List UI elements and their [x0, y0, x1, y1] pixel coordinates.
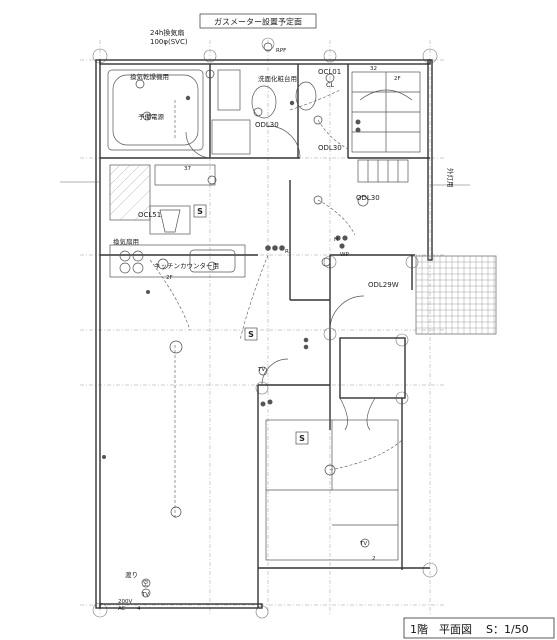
label-washbasin: 洗面化粧台用 [258, 74, 297, 83]
svg-text:S: S [197, 207, 203, 216]
label-tv-1: TV [141, 592, 149, 598]
doors [185, 125, 365, 386]
ceiling-lights [135, 42, 370, 598]
svg-text:S: S [299, 434, 305, 443]
code-odl29w: ODL29W [368, 281, 399, 289]
switch-kitchen: S [193, 204, 207, 218]
label-spare-power: 予備電源 [138, 112, 165, 121]
annotations: 24h換気扇 100φ(SVC) 換気乾燥機用 予備電源 洗面化粧台用 換気扇用… [113, 28, 455, 612]
code-ocl01: OCL01 [318, 68, 341, 76]
kitchen-fixtures [109, 164, 246, 278]
switch-japanese: S [295, 431, 309, 445]
label-bath-dryer: 換気乾燥機用 [130, 72, 169, 81]
label-passage: 渡り [125, 570, 138, 579]
code-ocl51: OCL51 [138, 211, 161, 219]
label-air-conditioner: 空 [143, 579, 149, 587]
label-count-2: 2 [372, 556, 376, 562]
label-count-37: 37 [184, 166, 191, 172]
bathroom-fixtures [107, 69, 317, 155]
code-odl30-a: ODL30 [255, 121, 279, 129]
label-200v: 200V [118, 599, 132, 605]
staircase [351, 71, 421, 183]
entrance-deck [415, 255, 497, 335]
label-range-hood: 換気扇用 [113, 237, 139, 246]
label-cl: CL [326, 81, 335, 89]
code-odl30-b: ODL30 [318, 144, 342, 152]
label-tv-3: TV [359, 541, 367, 547]
label-ac-count: 4 [137, 606, 141, 612]
gas-meter-box: ガスメーター設置予定面 [199, 13, 317, 29]
outlet-symbols [102, 95, 361, 459]
label-ac: AC [118, 606, 126, 612]
label-r: R [285, 249, 289, 255]
switch-ldk: S [244, 327, 258, 341]
label-kitchen-2f: 2F [166, 275, 173, 281]
code-odl30-c: ODL30 [356, 194, 380, 202]
label-vent-pipe: 100φ(SVC) [150, 38, 188, 46]
label-exterior-light: 外灯用 [446, 168, 455, 188]
wiring [60, 89, 470, 520]
label-rpf: RPF [276, 48, 286, 54]
drawing-title: 1階 平面図 [410, 622, 472, 636]
label-kitchen-counter: キッチンカウンター用 [154, 261, 219, 270]
walls [95, 59, 433, 609]
label-count-32: 32 [370, 66, 377, 72]
label-tv-2: TV [257, 367, 265, 373]
label-wp: WP [340, 252, 349, 258]
label-h: H [334, 237, 338, 243]
japanese-room [265, 397, 399, 561]
gas-meter-label: ガスメーター設置予定面 [214, 17, 302, 27]
label-up-2f: 2F [394, 76, 401, 82]
title-block: 1階 平面図 S：1/50 [403, 617, 555, 639]
label-vent-24h: 24h換気扇 [150, 28, 184, 37]
svg-text:S: S [248, 330, 254, 339]
drawing-scale: S：1/50 [486, 623, 529, 636]
